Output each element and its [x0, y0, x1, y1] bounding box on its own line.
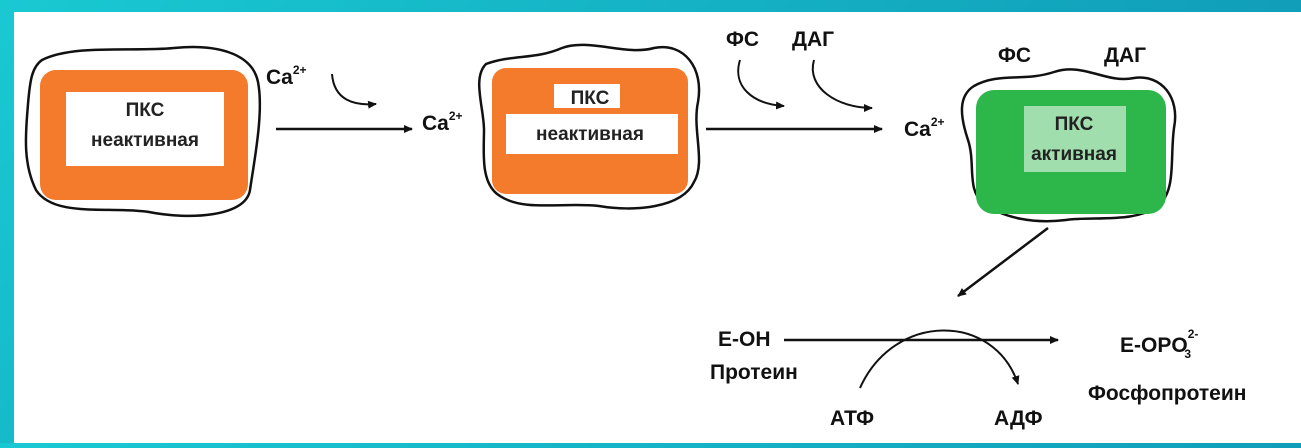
- blob-2-label-bg: [506, 114, 678, 154]
- dag-curved-arrow: [811, 59, 873, 112]
- atp-adp-curved-arrow: [859, 329, 1020, 389]
- adp-label: АДФ: [994, 407, 1043, 430]
- pkc-active-blob: ПКС активная: [960, 68, 1177, 223]
- blob-1-label-bg: [66, 92, 224, 166]
- ca-label-2: Ca2+: [422, 109, 463, 135]
- product-name: Фосфопротеин: [1088, 382, 1246, 405]
- pkc-inactive-blob-2: ПКС неактивная: [478, 43, 701, 210]
- pkc-inactive-blob-1: ПКС неактивная: [24, 45, 262, 218]
- dag-label-bound: ДАГ: [1104, 44, 1146, 67]
- substrate-name: Протеин: [710, 361, 798, 384]
- blob-2-state: неактивная: [536, 124, 644, 145]
- pkc-activation-diagram: ПКС неактивная Ca2+ Ca2+ ПКС неактивная …: [24, 28, 1246, 430]
- atp-label: АТФ: [830, 407, 874, 430]
- substrate-formula: E-OH: [718, 328, 771, 351]
- blob-3-label-bg: [1024, 106, 1126, 172]
- ca-curved-arrow: [331, 73, 377, 109]
- arrow-to-reaction: [957, 227, 1049, 297]
- diagram-slide: ПКС неактивная Ca2+ Ca2+ ПКС неактивная …: [14, 12, 1301, 443]
- blob-1-state: неактивная: [91, 130, 199, 151]
- blob-1-name: ПКС: [126, 100, 165, 121]
- ps-label-bound: ФС: [998, 44, 1031, 67]
- blob-2-label-bg-top: [554, 84, 620, 108]
- blob-3-state: активная: [1031, 144, 1117, 165]
- ps-curved-arrow: [737, 59, 785, 110]
- dag-label-top: ДАГ: [792, 28, 834, 51]
- blob-3-name: ПКС: [1055, 114, 1094, 135]
- product-formula: E-OPO2-3: [1120, 327, 1198, 361]
- ca-label-3: Ca2+: [904, 115, 945, 141]
- ca-label-1: Ca2+: [266, 63, 307, 89]
- ps-label-top: ФС: [726, 28, 759, 51]
- blob-2-name: ПКС: [571, 88, 610, 109]
